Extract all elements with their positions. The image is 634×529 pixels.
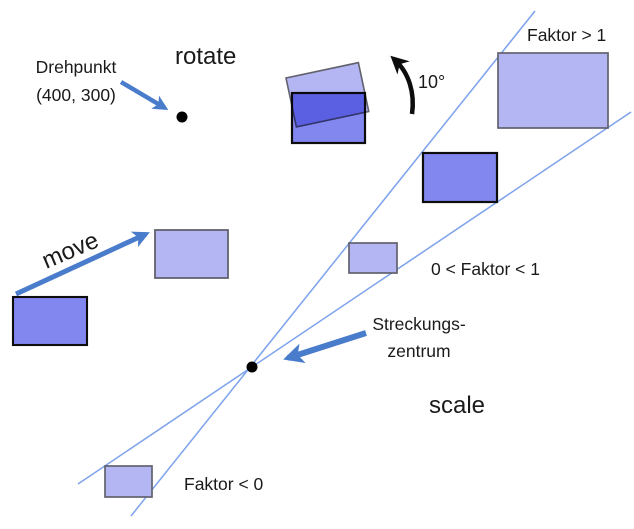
faktor-gt1-label: Faktor > 1: [527, 25, 607, 45]
drehpunkt-dot: [176, 111, 188, 123]
drehpunkt-label-line2: (400, 300): [36, 85, 116, 105]
scale-line-shallow: [77, 111, 632, 485]
streckungszentrum-arrow: [283, 330, 367, 364]
streckungszentrum-label: Streckungs- zentrum: [367, 311, 471, 364]
move-original-rect: [11, 295, 89, 347]
rotate-label: rotate: [175, 43, 237, 70]
streckungszentrum-label-line2: zentrum: [387, 340, 451, 361]
drehpunkt-label-line1: Drehpunkt: [35, 57, 117, 77]
rotate-result-rect: [285, 61, 370, 128]
move-arrow: [14, 231, 150, 297]
scale-negative-rect: [104, 465, 153, 498]
faktor-lt0-label: Faktor < 0: [184, 474, 264, 494]
scale-label: scale: [429, 392, 486, 419]
rotation-angle-arrow: [390, 55, 415, 115]
faktor-between-label: 0 < Faktor < 1: [431, 259, 540, 279]
drehpunkt-label: Drehpunkt (400, 300): [27, 53, 125, 109]
move-result-rect: [154, 229, 229, 279]
scale-original-rect: [421, 151, 499, 204]
scale-between-rect: [348, 242, 398, 274]
drehpunkt-arrow: [119, 80, 169, 110]
scale-line-steep: [130, 10, 536, 517]
streckungszentrum-label-line1: Streckungs-: [372, 314, 466, 334]
scale-gt1-rect: [497, 52, 609, 129]
rotation-angle-label: 10°: [418, 72, 446, 92]
streckungszentrum-dot: [246, 361, 258, 373]
